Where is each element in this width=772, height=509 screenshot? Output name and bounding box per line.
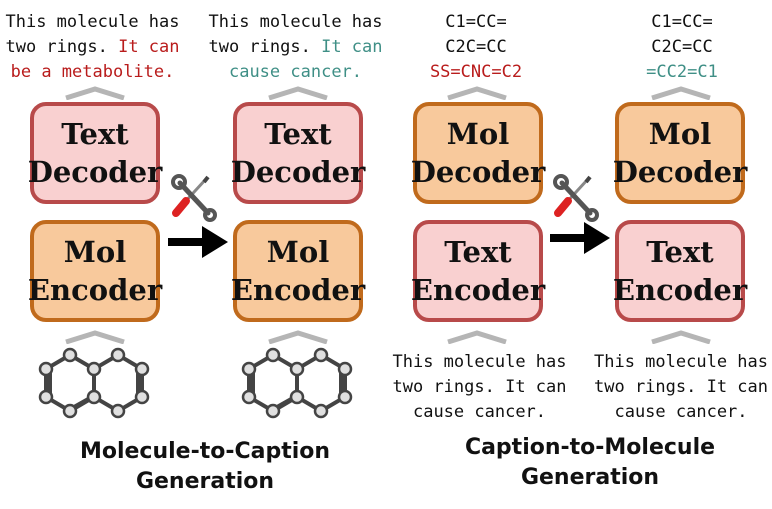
box-label: Text (61, 117, 129, 151)
c2m-left-mol-decoder: Mol Decoder (410, 102, 546, 204)
caption-line: Caption-to-Molecule (464, 435, 716, 460)
box-label: Mol (648, 117, 712, 151)
chevron-up-icon (447, 86, 507, 100)
smiles-highlight: =CC2=C1 (646, 62, 718, 82)
output-highlight: It can (321, 37, 383, 57)
smiles-highlight: SS=CNC=C2 (429, 62, 523, 82)
arrow-right-icon (168, 226, 228, 258)
c2m-caption: Caption-to-Molecule Generation (445, 433, 735, 493)
c2m-right-mol-decoder: Mol Decoder (612, 102, 748, 204)
m2c-right-output-text: This molecule has two rings. It can caus… (203, 10, 388, 85)
box-label: Text (646, 235, 714, 269)
box-label: Encoder (612, 273, 748, 307)
tools-icon (553, 174, 599, 222)
caption-line: Generation (135, 469, 275, 494)
box-label: Text (444, 235, 512, 269)
box-label: Mol (63, 235, 127, 269)
box-label: Text (264, 117, 332, 151)
box-label: Encoder (230, 273, 366, 307)
c2m-right-text-encoder: Text Encoder (612, 220, 748, 322)
chevron-up-icon (268, 330, 328, 344)
output-highlight: be a metabolite. (10, 62, 175, 82)
m2c-left-output-text: This molecule has two rings. It can be a… (0, 10, 185, 85)
molecule-icon (241, 347, 353, 419)
input-line: two rings. It can (594, 377, 768, 397)
chevron-up-icon (651, 86, 711, 100)
molecule-icon (38, 347, 150, 419)
box-label: Encoder (410, 273, 546, 307)
chevron-up-icon (651, 330, 711, 344)
tools-icon (171, 174, 217, 222)
input-line: cause cancer. (412, 402, 547, 422)
input-line: cause cancer. (614, 402, 748, 422)
smiles-line: C1=CC= (445, 12, 507, 32)
output-highlight: cause cancer. (228, 62, 363, 82)
caption-line: Molecule-to-Caption (79, 439, 331, 464)
m2c-right-text-decoder: Text Decoder (230, 102, 366, 204)
input-line: This molecule has (392, 352, 567, 372)
box-label: Decoder (27, 155, 163, 189)
m2c-left-text-decoder: Text Decoder (27, 102, 163, 204)
box-label: Mol (266, 235, 330, 269)
chevron-up-icon (447, 330, 507, 344)
chevron-up-icon (268, 86, 328, 100)
m2c-right-mol-encoder: Mol Encoder (230, 220, 366, 322)
box-label: Decoder (230, 155, 366, 189)
arrow-right-icon (550, 222, 610, 254)
output-line: This molecule has (5, 12, 180, 32)
m2c-left-mol-encoder: Mol Encoder (27, 220, 163, 322)
caption-line: Generation (520, 465, 660, 490)
c2m-left-text-encoder: Text Encoder (410, 220, 546, 322)
box-label: Decoder (410, 155, 546, 189)
box-label: Encoder (27, 273, 163, 307)
m2c-caption: Molecule-to-Caption Generation (60, 437, 350, 497)
output-highlight: It can (118, 37, 180, 57)
smiles-line: C1=CC= (651, 12, 713, 32)
c2m-left-output-smiles: C1=CC= C2C=CC SS=CNC=C2 (395, 10, 557, 85)
box-label: Mol (446, 117, 510, 151)
c2m-left-input-text: This molecule has two rings. It can caus… (392, 350, 567, 425)
input-line: two rings. It can (392, 377, 567, 397)
output-line: This molecule has (208, 12, 383, 32)
c2m-right-output-smiles: C1=CC= C2C=CC =CC2=C1 (601, 10, 763, 85)
c2m-right-input-text: This molecule has two rings. It can caus… (590, 350, 772, 425)
chevron-up-icon (65, 86, 125, 100)
input-line: This molecule has (594, 352, 768, 372)
output-line: two rings. It can (5, 37, 180, 57)
box-label: Decoder (612, 155, 748, 189)
chevron-up-icon (65, 330, 125, 344)
smiles-line: C2C=CC (651, 37, 713, 57)
smiles-line: C2C=CC (445, 37, 507, 57)
output-line: two rings. It can (208, 37, 383, 57)
